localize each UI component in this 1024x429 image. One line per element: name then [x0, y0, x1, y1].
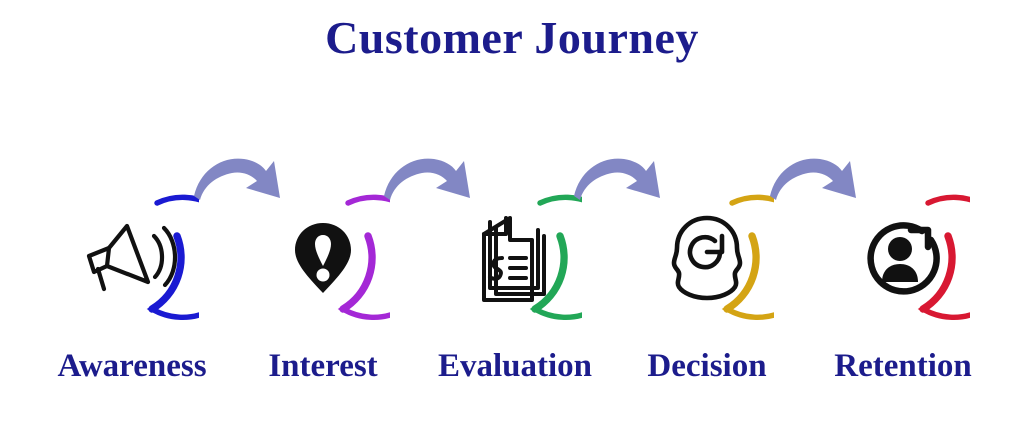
stage-label-decision: Decision [647, 348, 767, 384]
stage-label-interest: Interest [268, 348, 378, 384]
arrow-evaluation-to-decision [572, 152, 668, 210]
invoice-document-icon [448, 190, 582, 324]
journey-stage-interest[interactable]: Interest [228, 190, 418, 390]
stage-ring-evaluation [448, 190, 582, 324]
stage-ring-awareness [65, 190, 199, 324]
arrow-awareness-to-interest [192, 152, 288, 210]
journey-stage-awareness[interactable]: Awareness [37, 190, 227, 390]
stage-ring-retention [836, 190, 970, 324]
user-return-icon [836, 190, 970, 324]
journey-stage-evaluation[interactable]: Evaluation [420, 190, 610, 390]
stage-ring-decision [640, 190, 774, 324]
megaphone-icon [65, 190, 199, 324]
stage-label-awareness: Awareness [57, 348, 207, 384]
arrow-decision-to-retention [768, 152, 864, 210]
location-pin-icon [256, 190, 390, 324]
arrow-interest-to-evaluation [382, 152, 478, 210]
page-title: Customer Journey [325, 12, 699, 63]
journey-stage-decision[interactable]: Decision [612, 190, 802, 390]
stage-label-retention: Retention [834, 348, 972, 384]
stage-label-evaluation: Evaluation [437, 348, 593, 384]
journey-stage-retention[interactable]: Retention [808, 190, 998, 390]
head-refresh-icon [640, 190, 774, 324]
stage-ring-interest [256, 190, 390, 324]
